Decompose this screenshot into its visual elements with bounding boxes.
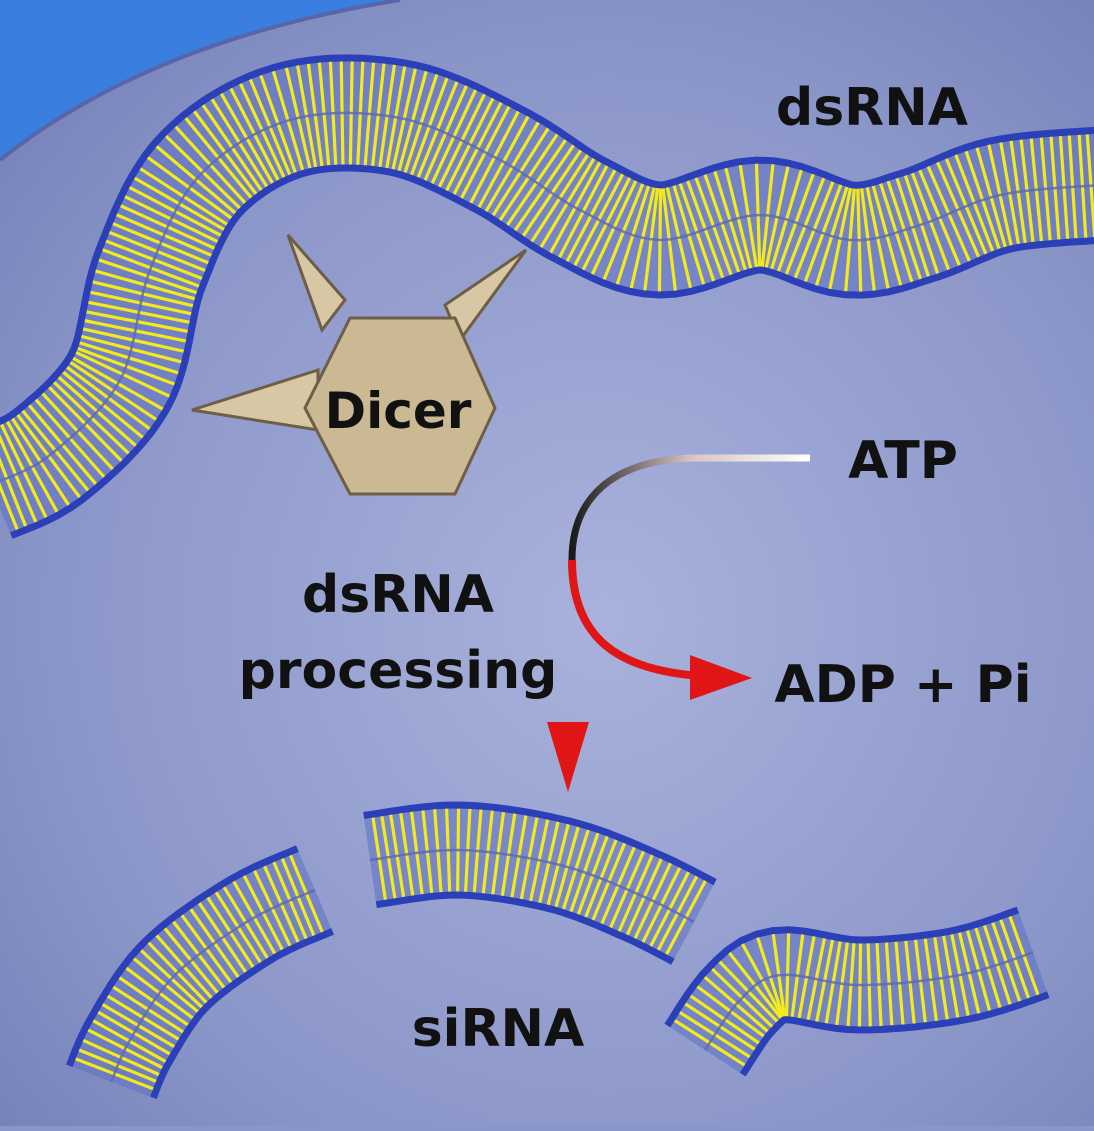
rna-backbone-top — [375, 891, 675, 965]
dicer-spike-top-left — [286, 234, 347, 334]
dicer-hexagon — [303, 316, 497, 496]
processing-label-line1: dsRNA — [302, 565, 494, 625]
sirna-fragment-middle — [363, 801, 717, 965]
rna-backbone-top — [66, 845, 299, 1068]
rna-backbone-bottom — [0, 54, 1094, 426]
rna-body — [0, 58, 1094, 536]
dsrna-top-label: dsRNA — [776, 78, 968, 138]
adp-arrowhead — [690, 655, 752, 700]
rna-backbone-bottom — [363, 801, 717, 886]
reaction-arrows — [547, 392, 810, 792]
rna-backbone-top — [739, 991, 1050, 1077]
sirna-label: siRNA — [412, 999, 585, 1059]
dicer-label: Dicer — [325, 382, 472, 440]
processing-label-line2: processing — [239, 641, 558, 701]
cell-membrane-edge — [0, 0, 401, 162]
rna-backbone-bottom — [150, 928, 334, 1100]
rna-center-line — [110, 888, 316, 1083]
rna-layer — [0, 54, 1094, 1100]
sky-corner — [0, 0, 400, 160]
dicer-enzyme: Dicer — [191, 234, 528, 496]
rna-backbone-top — [9, 164, 1094, 539]
atp-label: ATP — [848, 431, 958, 491]
rna-center-line — [703, 951, 1034, 1051]
adp-label: ADP + Pi — [774, 655, 1031, 715]
adp-curve — [568, 559, 701, 680]
dsrna-long — [0, 54, 1094, 539]
rna-center-line — [369, 848, 695, 924]
atp-curve — [568, 454, 810, 561]
sirna-fragment-left — [66, 845, 334, 1100]
sirna-fragment-right — [664, 906, 1050, 1077]
rna-backbone-bottom — [664, 906, 1020, 1028]
processing-arrowhead — [547, 722, 589, 792]
rna-center-line — [0, 111, 1094, 483]
